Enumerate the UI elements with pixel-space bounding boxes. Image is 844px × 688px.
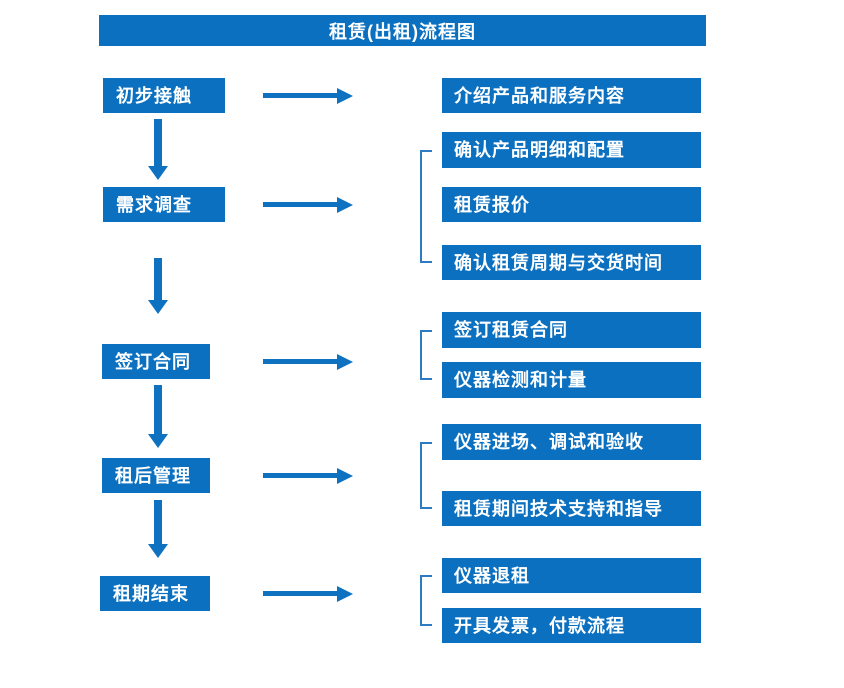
detail-box-technical-support: 租赁期间技术支持和指导 <box>442 491 701 526</box>
detail-box-invoice-payment: 开具发票，付款流程 <box>442 608 701 643</box>
stage-box-sign-contract: 签订合同 <box>102 344 210 379</box>
stage-box-post-rental-management: 租后管理 <box>102 458 210 493</box>
detail-label: 租赁期间技术支持和指导 <box>454 498 663 519</box>
arrow-right-icon-4 <box>263 467 353 484</box>
stage-box-rental-end: 租期结束 <box>100 576 210 611</box>
detail-label: 租赁报价 <box>454 194 530 215</box>
detail-box-introduce-products: 介绍产品和服务内容 <box>442 78 701 113</box>
detail-label: 签订租赁合同 <box>454 320 568 340</box>
detail-label: 确认产品明细和配置 <box>454 140 625 160</box>
bracket-icon-group-5 <box>420 575 432 626</box>
detail-box-confirm-product-config: 确认产品明细和配置 <box>442 132 701 168</box>
detail-label: 仪器进场、调试和验收 <box>454 432 644 452</box>
detail-box-confirm-period-delivery: 确认租赁周期与交货时间 <box>442 245 701 280</box>
flowchart-title: 租赁(出租)流程图 <box>329 21 476 42</box>
arrow-down-icon-2 <box>148 258 168 314</box>
stage-label: 初步接触 <box>116 85 192 106</box>
arrow-down-icon-4 <box>148 500 168 558</box>
arrow-right-icon-5 <box>263 585 353 602</box>
detail-box-instrument-testing: 仪器检测和计量 <box>442 362 701 398</box>
detail-label: 开具发票，付款流程 <box>454 615 625 636</box>
stage-label: 需求调查 <box>116 194 192 215</box>
stage-label: 租后管理 <box>115 465 191 486</box>
detail-box-sign-rental-contract: 签订租赁合同 <box>442 312 701 348</box>
arrow-right-icon-2 <box>263 196 353 213</box>
arrow-down-icon-3 <box>148 385 168 448</box>
detail-label: 仪器检测和计量 <box>454 370 587 390</box>
bracket-icon-group-3 <box>420 330 432 380</box>
detail-box-instrument-return: 仪器退租 <box>442 558 701 593</box>
arrow-down-icon-1 <box>148 119 168 180</box>
detail-label: 介绍产品和服务内容 <box>454 85 625 106</box>
detail-box-instrument-setup-acceptance: 仪器进场、调试和验收 <box>442 424 701 460</box>
stage-box-initial-contact: 初步接触 <box>103 78 225 113</box>
detail-box-rental-quote: 租赁报价 <box>442 187 701 222</box>
arrow-right-icon-3 <box>263 353 353 370</box>
bracket-icon-group-4 <box>420 442 432 509</box>
flowchart-title-banner: 租赁(出租)流程图 <box>99 15 706 46</box>
arrow-right-icon-1 <box>263 87 353 104</box>
stage-label: 租期结束 <box>113 583 189 604</box>
stage-label: 签订合同 <box>115 351 191 372</box>
stage-box-demand-survey: 需求调查 <box>103 187 225 222</box>
detail-label: 确认租赁周期与交货时间 <box>454 252 663 273</box>
bracket-icon-group-2 <box>420 150 432 263</box>
detail-label: 仪器退租 <box>454 565 530 586</box>
